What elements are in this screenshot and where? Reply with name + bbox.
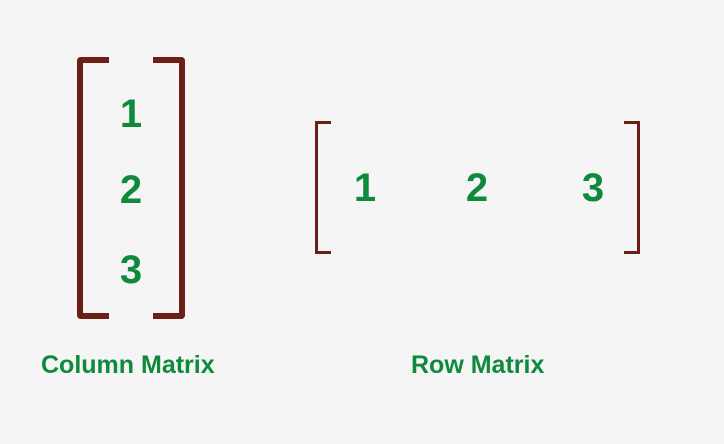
column-matrix-entry-1: 1: [119, 92, 143, 136]
row-matrix-right-bracket: [624, 121, 640, 254]
row-matrix-entry-2: 2: [465, 166, 489, 210]
column-matrix-label: Column Matrix: [41, 351, 215, 379]
column-matrix-entry-2: 2: [119, 168, 143, 212]
column-matrix-entry-3: 3: [119, 248, 143, 292]
column-matrix-right-bracket: [153, 57, 185, 319]
row-matrix-left-bracket: [315, 121, 331, 254]
row-matrix-entry-1: 1: [353, 166, 377, 210]
row-matrix-label: Row Matrix: [411, 351, 545, 379]
column-matrix-left-bracket: [77, 57, 109, 319]
row-matrix-entry-3: 3: [581, 166, 605, 210]
